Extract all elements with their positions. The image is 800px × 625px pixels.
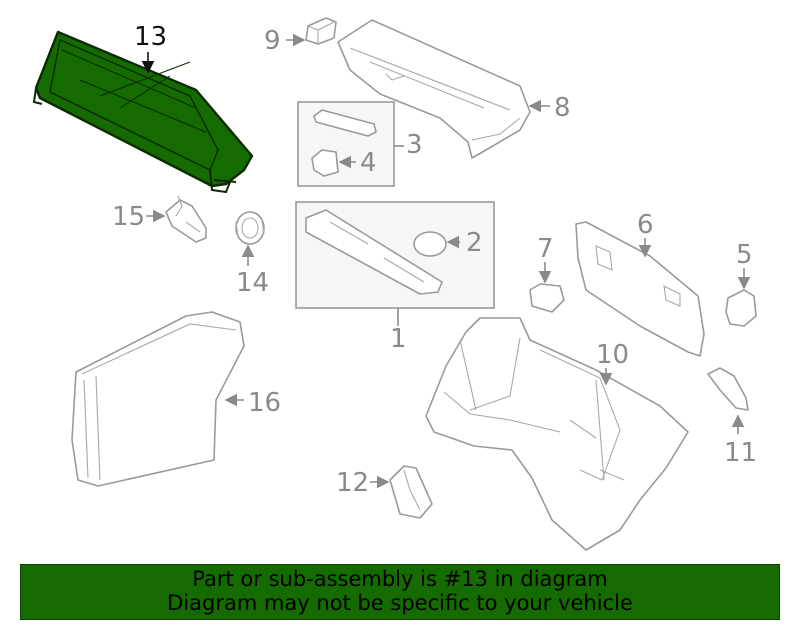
callout-9[interactable]: 9 bbox=[264, 26, 281, 56]
part-12-bracket[interactable] bbox=[389, 465, 433, 519]
callout-12[interactable]: 12 bbox=[336, 468, 370, 498]
parts-diagram: 13 9 8 3 4 15 14 2 1 7 6 5 16 10 11 12 bbox=[32, 17, 758, 551]
callout-5[interactable]: 5 bbox=[736, 240, 753, 270]
callout-8[interactable]: 8 bbox=[554, 93, 571, 123]
part-9-clip[interactable] bbox=[305, 17, 337, 45]
callout-10[interactable]: 10 bbox=[596, 340, 630, 370]
part-8-package-tray[interactable] bbox=[337, 19, 531, 159]
box-1-kit[interactable] bbox=[295, 201, 495, 309]
info-banner: Part or sub-assembly is #13 in diagram D… bbox=[20, 564, 780, 620]
part-13-wind-deflector[interactable] bbox=[32, 30, 254, 194]
callout-13[interactable]: 13 bbox=[134, 22, 168, 52]
part-5-cap[interactable] bbox=[725, 289, 757, 327]
part-10-trunk-tub[interactable] bbox=[425, 317, 689, 551]
callout-7[interactable]: 7 bbox=[537, 234, 554, 264]
callout-2[interactable]: 2 bbox=[466, 228, 483, 258]
callout-11[interactable]: 11 bbox=[724, 438, 758, 468]
parts-diagram-drawing bbox=[32, 17, 757, 551]
callout-15[interactable]: 15 bbox=[112, 202, 146, 232]
box-3-kit[interactable] bbox=[297, 101, 395, 187]
part-16-side-panel[interactable] bbox=[71, 311, 245, 487]
part-14-grommet[interactable] bbox=[235, 211, 265, 245]
part-11-bracket[interactable] bbox=[707, 367, 749, 411]
banner-line-2: Diagram may not be specific to your vehi… bbox=[167, 591, 633, 615]
callout-1[interactable]: 1 bbox=[390, 324, 407, 354]
callout-14[interactable]: 14 bbox=[236, 268, 270, 298]
callout-4[interactable]: 4 bbox=[360, 148, 377, 178]
banner-line-1: Part or sub-assembly is #13 in diagram bbox=[192, 567, 608, 592]
part-6-panel[interactable] bbox=[575, 221, 705, 357]
callout-3[interactable]: 3 bbox=[406, 130, 423, 160]
callout-6[interactable]: 6 bbox=[637, 210, 654, 240]
part-7-block[interactable] bbox=[529, 283, 565, 313]
part-15-bracket[interactable] bbox=[165, 195, 207, 243]
callout-16[interactable]: 16 bbox=[248, 388, 282, 418]
